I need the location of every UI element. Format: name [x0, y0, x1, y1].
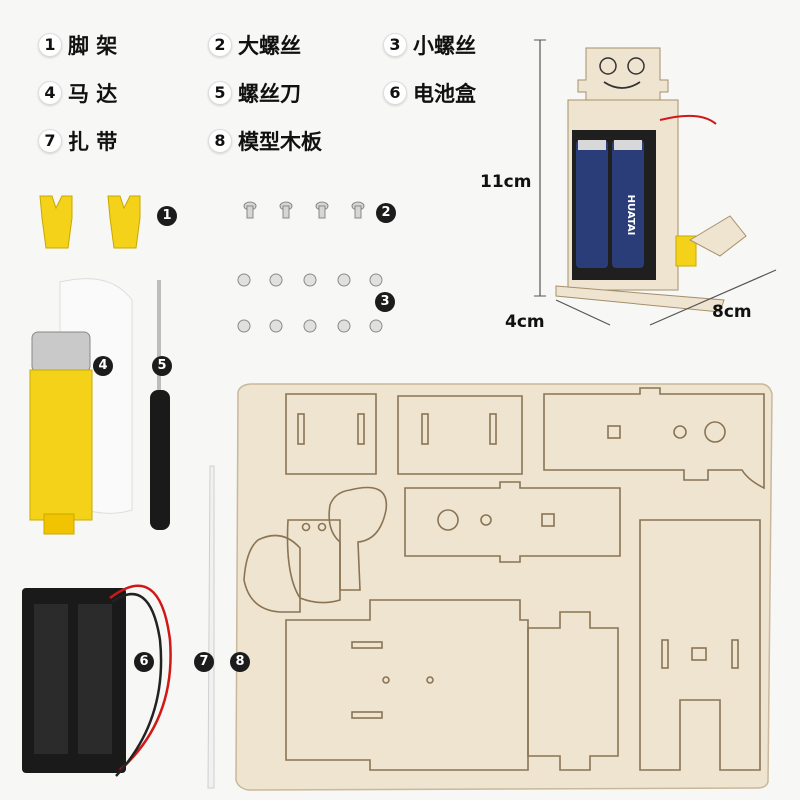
badge-2: 2 [376, 203, 396, 223]
width-label: 8cm [712, 302, 752, 322]
small-screws [237, 273, 383, 333]
battery-box [22, 584, 172, 777]
wood-board [235, 383, 773, 791]
badge-8: 8 [230, 652, 250, 672]
assembled-robot: HUATAI [534, 39, 777, 326]
height-label: 11cm [480, 172, 532, 192]
screwdriver [150, 280, 170, 530]
cable-tie [207, 465, 215, 789]
badge-7: 7 [194, 652, 214, 672]
badge-5: 5 [152, 356, 172, 376]
badge-1: 1 [157, 206, 177, 226]
large-screws [243, 201, 365, 219]
battery-brand: HUATAI [625, 195, 636, 236]
gear-motor [29, 278, 133, 535]
badge-6: 6 [134, 652, 154, 672]
foot-bracket [39, 195, 141, 249]
depth-label: 4cm [505, 312, 545, 332]
badge-3: 3 [375, 292, 395, 312]
badge-4: 4 [93, 356, 113, 376]
